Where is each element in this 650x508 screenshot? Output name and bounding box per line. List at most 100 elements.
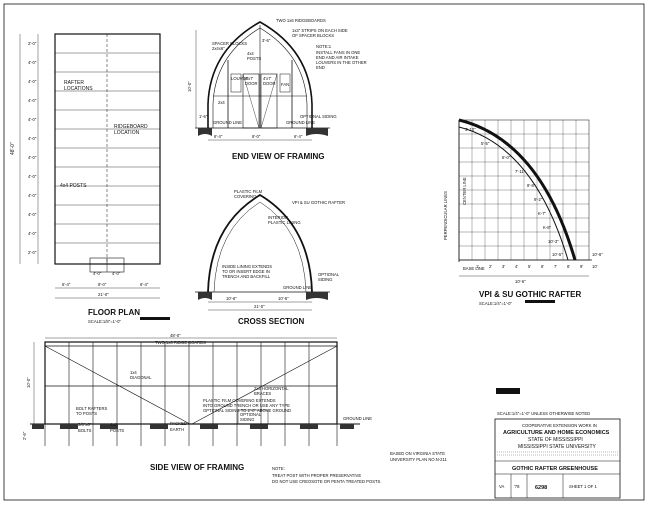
- side-view-film-1: PLASTIC FILM COVERING EXTENDS: [203, 398, 276, 403]
- side-view-diagonal-left: [44, 345, 191, 425]
- rafter-width: 10'-6": [515, 279, 526, 284]
- rafter-dim-3: 6'-0": [502, 155, 511, 160]
- cross-section-optional: OPTIONAL: [318, 272, 340, 277]
- side-view: 48'-0" TWO 1x6 RIDGE BOARDS 10'-0" 2'-6"…: [22, 333, 372, 472]
- title-block-frame: [494, 418, 621, 499]
- floor-plan-space-9: 4'-0": [28, 193, 37, 198]
- end-view-sub-3: 6'-4": [294, 134, 303, 139]
- floor-plan-overall-width: 21'-0": [98, 292, 109, 297]
- floor-plan-space-4: 4'-0": [28, 98, 37, 103]
- end-view-optional: OPTIONAL SIDING: [300, 114, 337, 119]
- cross-section-rafter-label: VPI & SU GOTHIC RAFTER: [292, 200, 345, 205]
- end-view-top: 3'-6": [262, 38, 271, 43]
- cross-section: PLASTIC FILM COVERING VPI & SU GOTHIC RA…: [195, 189, 345, 326]
- rafter-dim-8: K-8": [543, 225, 552, 230]
- floor-plan-scale: SCALE:1/8"=1'-0": [88, 319, 122, 324]
- floor-plan-bottom-mid: 8'-0": [98, 282, 107, 287]
- end-view-door-1b: DOOR: [245, 81, 258, 86]
- title-block-sheet: SHEET 1 OF 1: [569, 484, 598, 489]
- floor-plan-ridgeboard-label: RIDGEBOARD: [114, 124, 148, 130]
- cross-section-inside-1: INSIDE LINING EXTENDS: [222, 264, 272, 269]
- title-block-scale-bar: [496, 388, 520, 394]
- rafter-tick-1: 1': [476, 264, 479, 269]
- end-view-door-2: 4'x7': [263, 76, 272, 81]
- floor-plan-space-2: 4'-0": [28, 60, 37, 65]
- side-view-depth: 2'-6": [22, 431, 27, 440]
- cross-section-inside-2: TO OR INSERT EDGE IN: [222, 269, 270, 274]
- side-view-length: 48'-0": [170, 333, 181, 338]
- rafter-tick-7: 7': [554, 264, 557, 269]
- note-line-2: DO NOT USE CREOSOTE OR PENTA TREATED POS…: [272, 479, 382, 484]
- end-view-note-1: INSTALL FANS IN ONE: [316, 50, 360, 55]
- end-view-note-4: END: [316, 65, 325, 70]
- side-view-optional: OPTIONAL: [240, 412, 262, 417]
- rafter-dim-2: 5'-5": [481, 141, 490, 146]
- rafter-dim-5: 8'-8": [527, 183, 536, 188]
- cross-section-interior-2: PLASTIC LINING: [268, 220, 301, 225]
- cross-section-film-label: PLASTIC FILM: [234, 189, 263, 194]
- rafter-tick-4: 4': [515, 264, 518, 269]
- rafter-tick-10: 10': [592, 264, 598, 269]
- floor-plan-outline: [54, 33, 161, 265]
- cross-section-overall: 21'-0": [254, 304, 265, 309]
- rafter-scale: SCALE:1/4"=1'-0": [479, 301, 513, 306]
- side-view-packed: PACKED: [170, 421, 187, 426]
- rafter-base-label: BASE LINE: [463, 266, 485, 271]
- side-view-height: 10'-0": [26, 377, 31, 388]
- rafter-perp-label: PERPENDICULAR LINES: [443, 191, 448, 240]
- side-view-horizontal-label: 2x4 HORIZONTAL: [254, 386, 289, 391]
- rafter-dim-7: K-7": [538, 211, 547, 216]
- cross-section-ground: GROUND LINE: [283, 285, 312, 290]
- side-view-optional-2: SIDING: [240, 417, 254, 422]
- rafter-center-label: CENTER LINE: [462, 177, 467, 205]
- end-view-strips-label: 1x3" STRIPS ON EACH SIDE: [292, 28, 348, 33]
- end-view-ground-hatch-right: [306, 128, 328, 136]
- side-view-diagonal-label: 1x4: [130, 370, 137, 375]
- side-view-bolts-2: BOLTS: [78, 428, 92, 433]
- rafter-dim-11: 10'-6": [592, 252, 603, 257]
- end-view-ground-left: GROUND LINE: [213, 120, 242, 125]
- side-view-diagonal-right: [191, 345, 338, 425]
- cross-section-film-label-2: COVERING: [234, 194, 256, 199]
- end-view-fan: [279, 73, 291, 93]
- rafter-dim-9: 10'-3": [548, 239, 559, 244]
- rafter-dim-4: 7'-11": [515, 169, 526, 174]
- end-view-sub-1: 6'-4": [214, 134, 223, 139]
- title-block-drawing-title: GOTHIC RAFTER GREENHOUSE: [512, 466, 598, 472]
- end-view-framing: 2x4: [218, 100, 225, 105]
- floor-plan-locations-label: LOCATIONS: [64, 86, 93, 92]
- rafter-curve: [458, 118, 577, 261]
- floor-plan-space-11: 4'-0": [28, 231, 37, 236]
- title-block-scale-note: SCALE:1/4"=1'-0" UNLESS OTHERWISE NOTED: [497, 411, 590, 416]
- floor-plan-space-7: 4'-0": [28, 155, 37, 160]
- end-view-side: 1'-6": [199, 114, 208, 119]
- end-view-sub-2: 8'-0": [252, 134, 261, 139]
- end-view-note-2: END AND AIR INTAKE: [316, 55, 359, 60]
- rafter-dim-10: 10'-5": [552, 252, 563, 257]
- sheet-border: [3, 3, 645, 501]
- rafter-tick-6: 6': [541, 264, 544, 269]
- side-view-bolt-2: TO POSTS: [76, 411, 97, 416]
- floor-plan-title: FLOOR PLAN: [88, 308, 140, 317]
- floor-plan-overall-length: 48'-0": [10, 142, 16, 155]
- floor-plan-bottom-left: 6'-4": [62, 282, 71, 287]
- end-view-louver: [230, 73, 242, 93]
- cross-section-half-left: 10'-6": [226, 296, 237, 301]
- end-view-ground-right: GROUND LINE: [286, 120, 315, 125]
- based-on-line-1: BASED ON VIRGINIA STATE: [390, 451, 445, 456]
- floor-plan-posts-label: 4x4 POSTS: [60, 183, 87, 189]
- floor-plan-location-label: LOCATION: [114, 130, 140, 136]
- side-view-ground-hatching: [32, 424, 354, 429]
- end-view-posts-label: 4x4: [247, 51, 254, 56]
- side-view-bolt-1: BOLT RAFTERS: [76, 406, 107, 411]
- side-view-film-2: INTO GROUND TRENCH OR USE ANY TYPE: [203, 403, 290, 408]
- end-view-note: NOTE:1: [316, 44, 332, 49]
- note-label: NOTE:: [272, 466, 285, 471]
- floor-plan-space-5: 4'-0": [28, 117, 37, 122]
- end-view: TWO 1x6 RIDGEBOARDS 1x3" STRIPS ON EACH …: [187, 18, 367, 161]
- side-view-bolts: 3/8"x6": [78, 422, 92, 427]
- side-view-posts-label-2: POSTS: [110, 428, 124, 433]
- note-line-1: TREAT POST WITH PROPER PRESERVATIVE: [272, 473, 361, 478]
